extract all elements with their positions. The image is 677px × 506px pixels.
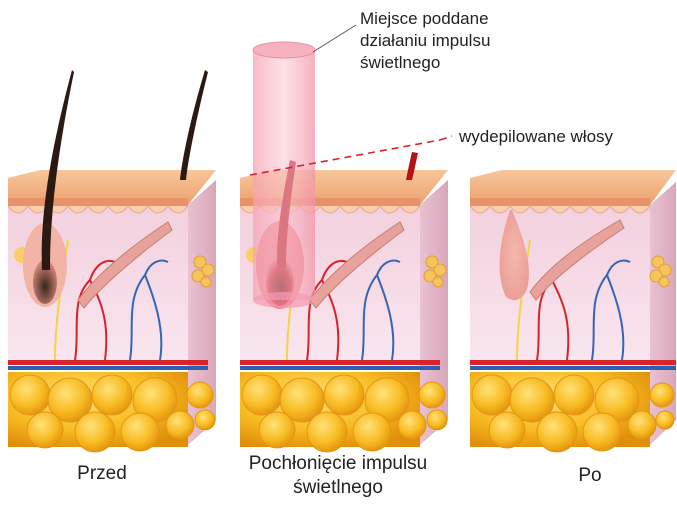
annotation-treated-line-2: działaniu impulsu: [360, 30, 490, 52]
annotation-treated-line-1: Miejsce poddane: [360, 8, 490, 30]
annotation-treated-area: Miejsce poddane działaniu impulsu świetl…: [360, 8, 490, 74]
annotation-treated-line-3: świetlnego: [360, 52, 490, 74]
annotation-removed-hair: wydepilowane włosy: [459, 126, 613, 148]
caption-absorption: Pochłonięcie impulsu świetlnego: [238, 452, 438, 500]
light-beam: [253, 42, 315, 308]
caption-after: Po: [560, 464, 620, 488]
caption-before: Przed: [62, 462, 142, 486]
skin-block-before: [8, 70, 216, 452]
caption-absorption-line-2: świetlnego: [238, 476, 438, 500]
caption-absorption-line-1: Pochłonięcie impulsu: [238, 452, 438, 476]
skin-block-after: [470, 170, 676, 452]
leader-treated-area: [313, 25, 356, 52]
dark-hair-shaft-2: [180, 70, 208, 180]
skin-block-absorption: [240, 42, 448, 452]
